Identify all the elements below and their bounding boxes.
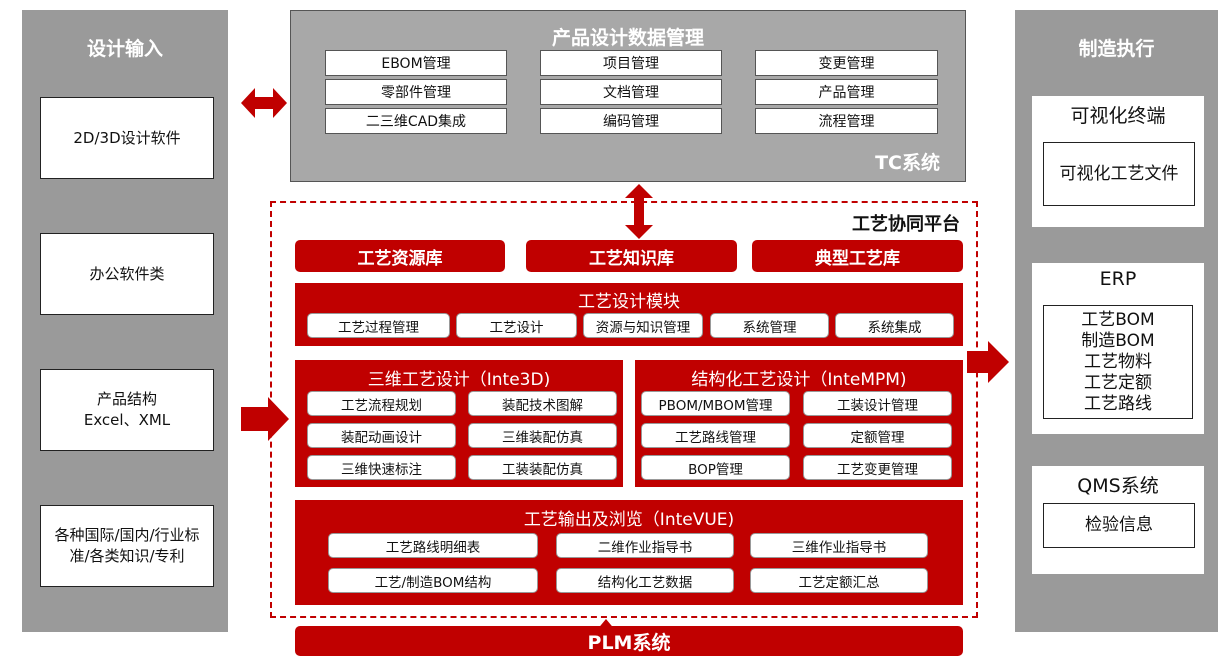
- tc-system-label: TC系统: [875, 152, 940, 174]
- intevue-item-6: 工艺定额汇总: [750, 568, 928, 593]
- inte3d-item-5: 三维快速标注: [307, 455, 456, 480]
- qms-item: 检验信息: [1043, 503, 1195, 548]
- erp-item: 工艺路线: [1084, 393, 1152, 414]
- product-structure-box: 产品结构 Excel、XML: [40, 369, 214, 451]
- intempm-item-1: PBOM/MBOM管理: [641, 391, 790, 416]
- qms-title: QMS系统: [1077, 475, 1159, 497]
- library-typical: 典型工艺库: [752, 240, 963, 272]
- office-software-label: 办公软件类: [89, 264, 165, 283]
- platform-title: 工艺协同平台: [852, 214, 960, 235]
- inte3d-item-2: 装配技术图解: [468, 391, 617, 416]
- double-arrow-icon: [241, 88, 287, 118]
- intevue-title: 工艺输出及浏览（InteVUE): [523, 510, 735, 530]
- tc-cell-document: 文档管理: [540, 79, 722, 105]
- design-module-item-design: 工艺设计: [456, 313, 577, 338]
- intevue-item-3: 三维作业指导书: [750, 533, 928, 558]
- inte3d-title: 三维工艺设计（Inte3D): [367, 370, 551, 390]
- design-input-title: 设计输入: [86, 38, 163, 60]
- manufacturing-title: 制造执行: [1078, 38, 1155, 60]
- intevue-item-2: 二维作业指导书: [556, 533, 734, 558]
- tc-title: 产品设计数据管理: [551, 27, 704, 49]
- intempm-item-2: 工装设计管理: [803, 391, 952, 416]
- vertical-double-arrow-icon: [625, 184, 653, 239]
- tc-cell-coding: 编码管理: [540, 108, 722, 134]
- terminal-title: 可视化终端: [1070, 105, 1166, 127]
- inte3d-item-3: 装配动画设计: [307, 423, 456, 448]
- erp-item: 工艺BOM: [1081, 309, 1155, 330]
- erp-list: 工艺BOM 制造BOM 工艺物料 工艺定额 工艺路线: [1043, 305, 1193, 419]
- intevue-item-5: 结构化工艺数据: [556, 568, 734, 593]
- tc-cell-ebom: EBOM管理: [325, 50, 507, 76]
- library-resource: 工艺资源库: [295, 240, 505, 272]
- tc-cell-parts: 零部件管理: [325, 79, 507, 105]
- product-structure-line1: 产品结构: [96, 390, 157, 408]
- design-module-item-resource: 资源与知识管理: [583, 313, 703, 338]
- design-module-item-system: 系统管理: [710, 313, 829, 338]
- plm-system-bar: PLM系统: [295, 626, 963, 656]
- inte3d-item-1: 工艺流程规划: [307, 391, 456, 416]
- design-module-item-integration: 系统集成: [835, 313, 954, 338]
- intevue-item-1: 工艺路线明细表: [328, 533, 538, 558]
- intevue-item-4: 工艺/制造BOM结构: [328, 568, 538, 593]
- terminal-item: 可视化工艺文件: [1043, 142, 1195, 206]
- tc-cell-cad: 二三维CAD集成: [325, 108, 507, 134]
- inte3d-item-6: 工装装配仿真: [468, 455, 617, 480]
- erp-title: ERP: [1099, 268, 1137, 290]
- erp-item: 制造BOM: [1081, 330, 1155, 351]
- right-arrow-icon: [241, 397, 289, 441]
- intempm-item-6: 工艺变更管理: [803, 455, 952, 480]
- library-knowledge: 工艺知识库: [526, 240, 737, 272]
- terminal-item-label: 可视化工艺文件: [1059, 163, 1179, 184]
- erp-item: 工艺定额: [1084, 372, 1152, 393]
- design-software-box: 2D/3D设计软件: [40, 97, 214, 179]
- tc-cell-workflow: 流程管理: [755, 108, 938, 134]
- process-platform-frame: [270, 201, 978, 618]
- intempm-title: 结构化工艺设计（InteMPM): [691, 370, 907, 390]
- qms-item-label: 检验信息: [1085, 515, 1153, 535]
- office-software-box: 办公软件类: [40, 233, 214, 315]
- inte3d-item-4: 三维装配仿真: [468, 423, 617, 448]
- standards-line2: 准/各类知识/专利: [69, 547, 185, 565]
- standards-line1: 各种国际/国内/行业标: [54, 526, 200, 544]
- erp-item: 工艺物料: [1084, 351, 1152, 372]
- tc-cell-change: 变更管理: [755, 50, 938, 76]
- intempm-item-3: 工艺路线管理: [641, 423, 790, 448]
- intempm-item-4: 定额管理: [803, 423, 952, 448]
- design-module-item-process: 工艺过程管理: [307, 313, 450, 338]
- tc-cell-product: 产品管理: [755, 79, 938, 105]
- product-structure-line2: Excel、XML: [83, 411, 171, 429]
- design-software-label: 2D/3D设计软件: [73, 128, 181, 147]
- design-module-title: 工艺设计模块: [578, 292, 680, 312]
- standards-box: 各种国际/国内/行业标 准/各类知识/专利: [40, 505, 214, 587]
- tc-cell-project: 项目管理: [540, 50, 722, 76]
- intempm-item-5: BOP管理: [641, 455, 790, 480]
